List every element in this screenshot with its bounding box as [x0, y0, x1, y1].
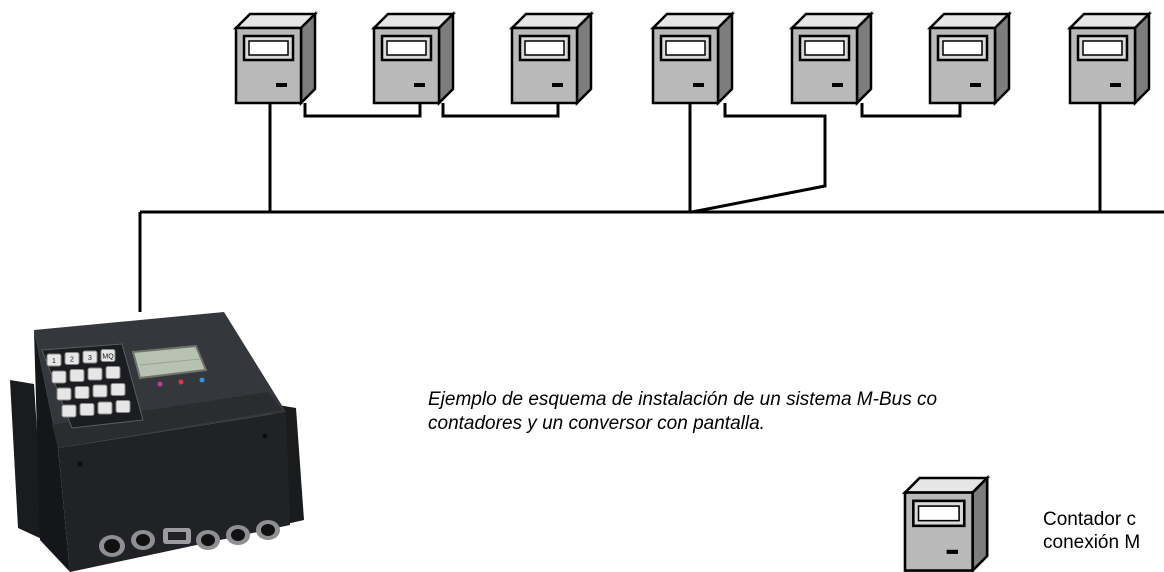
status-led-1 — [157, 381, 163, 387]
keypad-key-label: MQ — [102, 354, 114, 361]
meter-1 — [234, 12, 317, 105]
meters-row — [234, 12, 1151, 105]
link-wire-2-3 — [441, 103, 560, 118]
keypad-key — [79, 403, 95, 416]
keypad-key-label: 3 — [88, 355, 92, 362]
caption-line-1: Ejemplo de esquema de instalación de un … — [428, 389, 938, 410]
bus-wiring — [138, 103, 1164, 312]
keypad-key — [97, 401, 113, 415]
connector-4 — [226, 525, 250, 545]
screw-front-right — [262, 433, 268, 439]
mbus-converter-device: 1 2 3 MQ — [10, 312, 304, 572]
keypad-key — [56, 387, 72, 401]
connector-2 — [131, 530, 155, 550]
mounting-bracket-left — [10, 380, 44, 540]
status-led-3 — [199, 377, 205, 383]
keypad-key — [92, 384, 108, 398]
connector-3 — [196, 530, 220, 550]
meter-5 — [790, 12, 873, 105]
meter-7 — [1068, 12, 1151, 105]
meter-4 — [651, 12, 734, 105]
meter-3 — [510, 12, 593, 105]
keypad-key — [82, 350, 98, 364]
converter-left-face — [34, 330, 70, 572]
keypad-key — [105, 366, 121, 379]
keypad-key-label: 1 — [52, 358, 56, 365]
keypad-key — [100, 349, 116, 362]
connector-5 — [256, 520, 280, 540]
keypad-key — [110, 383, 126, 396]
keypad-key — [51, 370, 67, 384]
keypad-key — [46, 353, 62, 367]
screw-front-left — [77, 461, 83, 467]
keypad-key — [115, 400, 131, 413]
link-wire-1-2 — [303, 103, 422, 118]
status-led-2 — [178, 379, 184, 385]
keypad: 1 2 3 MQ — [46, 349, 131, 418]
caption-line-2: contadores y un conversor con pantalla. — [428, 413, 765, 434]
link-wire-4-5 — [691, 103, 827, 214]
meter-6 — [928, 12, 1011, 105]
legend-meter-icon — [903, 476, 989, 572]
link-wire-5-6 — [860, 103, 962, 118]
cable-connectors — [99, 520, 280, 557]
legend-label: Contador c conexión M — [1043, 508, 1140, 554]
connector-1 — [99, 535, 125, 557]
keypad-key — [64, 352, 80, 365]
keypad-key — [74, 386, 90, 399]
keypad-key — [69, 369, 85, 382]
legend-line-1: Contador c — [1043, 509, 1136, 530]
meter-2 — [372, 12, 455, 105]
serial-port — [163, 528, 191, 544]
keypad-key-label: 2 — [70, 357, 74, 364]
legend-line-2: conexión M — [1043, 532, 1141, 553]
keypad-key — [87, 367, 103, 381]
converter-lid-seam — [52, 392, 282, 448]
keypad-key — [61, 404, 77, 418]
diagram-caption: Ejemplo de esquema de instalación de un … — [428, 388, 1164, 436]
